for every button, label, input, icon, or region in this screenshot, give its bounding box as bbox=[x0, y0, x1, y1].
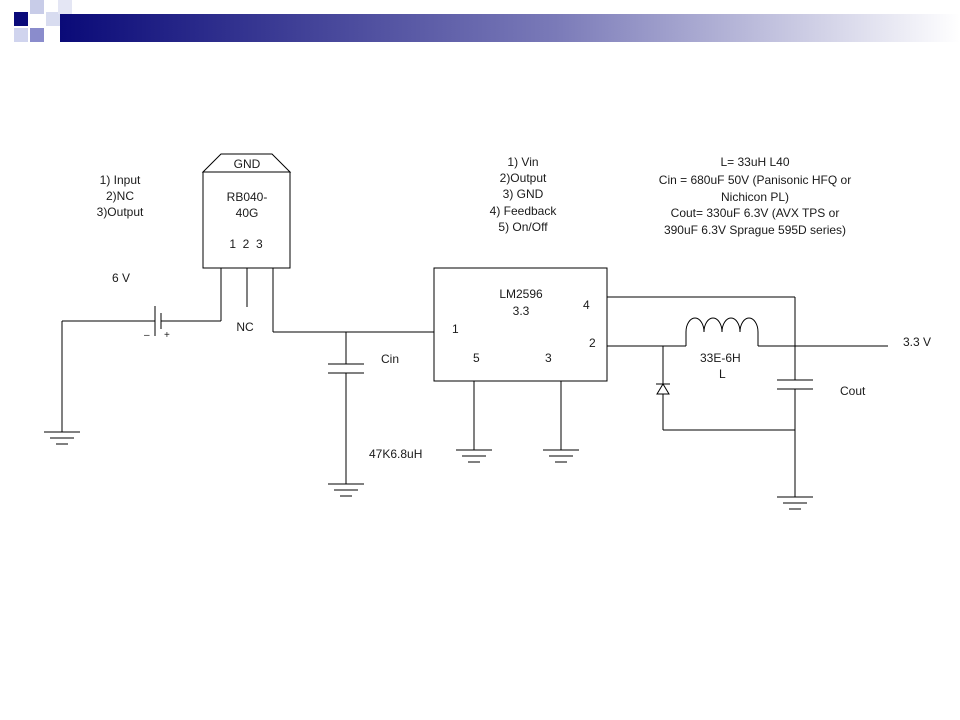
cin-value: 47K6.8uH bbox=[369, 447, 422, 461]
ground-symbol-cin bbox=[328, 483, 364, 497]
battery-plus: + bbox=[164, 330, 170, 341]
ic-name-2: 3.3 bbox=[513, 304, 530, 318]
ic-note-1: 1) Vin bbox=[507, 155, 538, 169]
ic-pin4-label: 4 bbox=[583, 298, 590, 312]
output-note-3: Nichicon PL) bbox=[721, 190, 789, 204]
ic-pin5-label: 5 bbox=[473, 351, 480, 365]
ic-note-3: 3) GND bbox=[503, 187, 544, 201]
regulator-name-1: RB040- bbox=[227, 190, 268, 204]
regulator-note-3: 3)Output bbox=[97, 205, 144, 219]
ic-body bbox=[433, 267, 608, 382]
regulator-nc-label: NC bbox=[236, 320, 254, 334]
header-decoration bbox=[14, 0, 960, 42]
diode-triangle bbox=[656, 383, 670, 395]
diode-label: 33E-6H bbox=[700, 351, 741, 365]
regulator-notes: 1) Input 2)NC 3)Output bbox=[97, 173, 144, 219]
inductor-coil bbox=[685, 317, 759, 346]
output-note-4: Cout= 330uF 6.3V (AVX TPS or bbox=[671, 206, 840, 220]
inductor-label: L bbox=[719, 367, 726, 381]
output-note-2: Cin = 680uF 50V (Panisonic HFQ or bbox=[659, 173, 851, 187]
regulator-component: GND RB040- 40G 1 2 3 NC bbox=[201, 153, 292, 334]
regulator-body bbox=[202, 171, 291, 269]
header-square-mid bbox=[30, 28, 44, 42]
regulator-name-2: 40G bbox=[236, 206, 259, 220]
header-square-pale-3 bbox=[58, 0, 72, 14]
regulator-pins: 1 2 3 bbox=[229, 237, 263, 251]
header-square-light bbox=[30, 0, 44, 14]
ground-symbol-pin3 bbox=[543, 449, 579, 463]
ground-symbol-battery bbox=[44, 431, 80, 445]
ground-symbol-cout bbox=[777, 496, 813, 510]
ic-pin2-label: 2 bbox=[589, 336, 596, 350]
output-notes: L= 33uH L40 Cin = 680uF 50V (Panisonic H… bbox=[659, 155, 851, 237]
ground-symbol-pin5 bbox=[456, 449, 492, 463]
ic-component: LM2596 3.3 1 2 3 4 5 bbox=[433, 267, 608, 463]
input-capacitor: Cin 47K6.8uH bbox=[273, 331, 434, 497]
ic-name-1: LM2596 bbox=[499, 287, 543, 301]
header-square-pale bbox=[46, 12, 60, 26]
header-square-pale-2 bbox=[14, 28, 28, 42]
output-voltage-label: 3.3 V bbox=[903, 335, 931, 349]
cout-label: Cout bbox=[840, 384, 866, 398]
ic-notes: 1) Vin 2)Output 3) GND 4) Feedback 5) On… bbox=[490, 155, 558, 234]
ic-note-4: 4) Feedback bbox=[490, 204, 558, 218]
ic-note-2: 2)Output bbox=[500, 171, 547, 185]
header-gradient-bar bbox=[60, 14, 960, 42]
battery-voltage: 6 V bbox=[112, 271, 130, 285]
header-square-dark bbox=[14, 12, 28, 26]
regulator-note-2: 2)NC bbox=[106, 189, 134, 203]
output-note-5: 390uF 6.3V Sprague 595D series) bbox=[664, 223, 846, 237]
ic-pin3-label: 3 bbox=[545, 351, 552, 365]
output-note-1: L= 33uH L40 bbox=[720, 155, 789, 169]
ic-pin1-label: 1 bbox=[452, 322, 459, 336]
battery-minus: – bbox=[144, 330, 150, 341]
battery: 6 V – + bbox=[44, 271, 221, 445]
regulator-note-1: 1) Input bbox=[100, 173, 141, 187]
ic-note-5: 5) On/Off bbox=[498, 220, 548, 234]
regulator-tab-label: GND bbox=[234, 157, 261, 171]
cin-label: Cin bbox=[381, 352, 399, 366]
output-stage: 3.3 V 33E-6H L Cout bbox=[607, 296, 931, 510]
